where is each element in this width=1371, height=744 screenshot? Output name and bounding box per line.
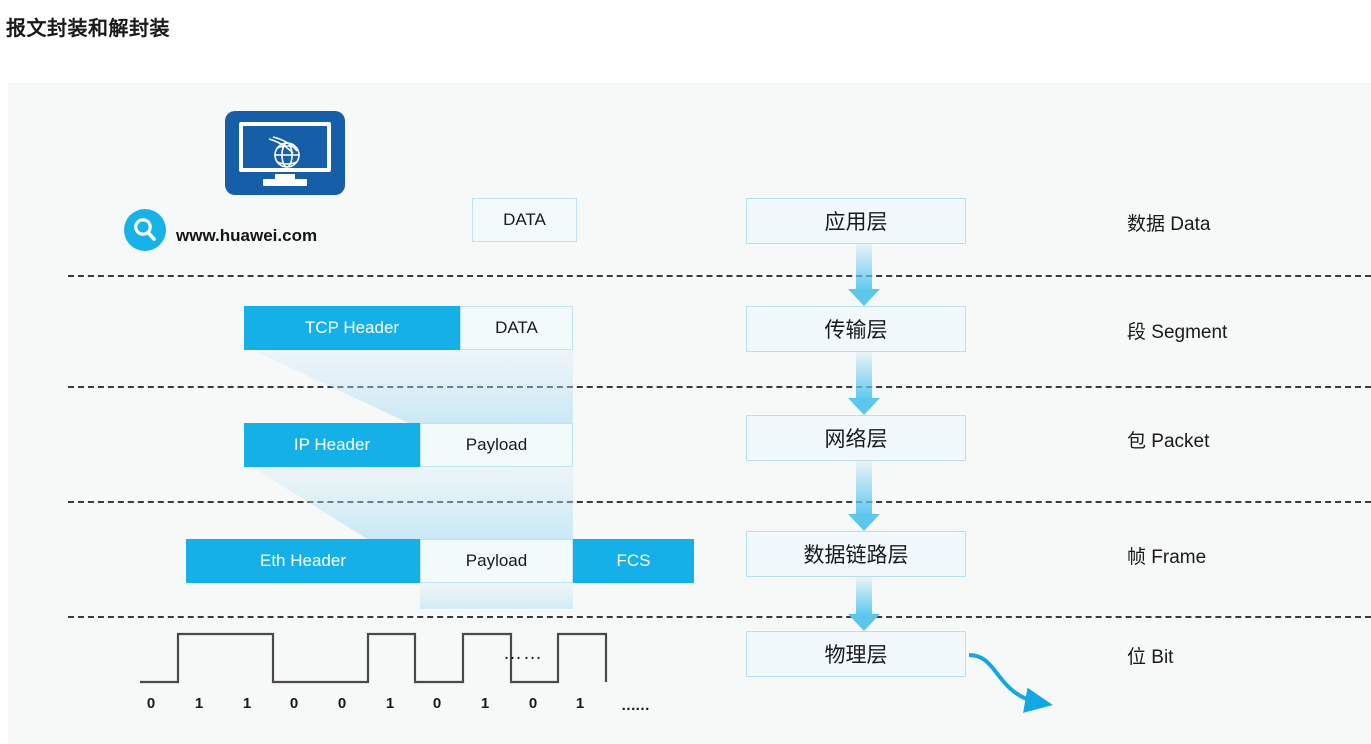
bit-value: 0 bbox=[289, 695, 299, 712]
pdu-cell-data: DATA bbox=[460, 306, 573, 350]
host-url: www.huawei.com bbox=[176, 226, 318, 245]
pdu-cell-eth-header: Eth Header bbox=[186, 539, 420, 583]
bit-value: 0 bbox=[528, 695, 538, 712]
diagram-panel: www.huawei.com DATA TCP Header DATA IP H… bbox=[8, 83, 1371, 744]
separator-network-datalink bbox=[68, 501, 1371, 503]
label-bit: 位 Bit bbox=[1127, 647, 1174, 668]
monitor-neck bbox=[275, 174, 295, 180]
page-title: 报文封装和解封装 bbox=[6, 18, 170, 40]
arrow-datalink-to-physical bbox=[848, 577, 880, 631]
pdu-cell-data: DATA bbox=[472, 198, 577, 242]
transport-pdu: TCP Header DATA bbox=[244, 306, 573, 350]
bit-waveform bbox=[140, 632, 608, 684]
pdu-cell-fcs: FCS bbox=[573, 539, 694, 583]
globe-icon bbox=[268, 136, 300, 168]
bit-value: 1 bbox=[480, 695, 490, 712]
pdu-cell-ip-header: IP Header bbox=[244, 423, 420, 467]
waveform-ellipsis: …… bbox=[503, 643, 543, 664]
separator-transport-network bbox=[68, 386, 1371, 388]
pdu-cell-payload: Payload bbox=[420, 423, 573, 467]
bit-value: 0 bbox=[146, 695, 156, 712]
pdu-cell-tcp-header: TCP Header bbox=[244, 306, 460, 350]
bit-values-ellipsis: …… bbox=[621, 697, 650, 714]
layer-box-network[interactable]: 网络层 bbox=[746, 415, 966, 461]
separator-app-transport bbox=[68, 275, 1371, 277]
monitor-stand bbox=[263, 179, 307, 186]
magnifier-glyph bbox=[134, 218, 156, 241]
bit-value: 1 bbox=[575, 695, 585, 712]
bit-value: 1 bbox=[242, 695, 252, 712]
separator-datalink-physical bbox=[68, 616, 1371, 618]
bit-value: 1 bbox=[194, 695, 204, 712]
label-segment: 段 Segment bbox=[1127, 322, 1228, 343]
layer-box-application[interactable]: 应用层 bbox=[746, 198, 966, 244]
datalink-pdu: Eth Header Payload FCS bbox=[186, 539, 694, 583]
application-pdu: DATA bbox=[472, 198, 577, 242]
bit-value: 1 bbox=[385, 695, 395, 712]
monitor-screen bbox=[239, 122, 331, 172]
arrow-network-to-datalink bbox=[848, 461, 880, 531]
arrow-app-to-transport bbox=[848, 244, 880, 306]
label-packet: 包 Packet bbox=[1127, 431, 1210, 452]
monitor-globe-icon bbox=[225, 111, 345, 195]
bit-value: 0 bbox=[337, 695, 347, 712]
bit-values-row: 0 1 1 0 0 1 0 1 0 1 …… bbox=[130, 695, 650, 717]
network-pdu: IP Header Payload bbox=[244, 423, 573, 467]
layer-box-datalink[interactable]: 数据链路层 bbox=[746, 531, 966, 577]
layer-box-transport[interactable]: 传输层 bbox=[746, 306, 966, 352]
label-data: 数据 Data bbox=[1127, 214, 1211, 235]
search-icon bbox=[124, 209, 166, 251]
layer-box-physical[interactable]: 物理层 bbox=[746, 631, 966, 677]
arrow-physical-to-medium bbox=[968, 653, 1053, 713]
label-frame: 帧 Frame bbox=[1127, 547, 1207, 568]
bit-value: 0 bbox=[432, 695, 442, 712]
arrow-transport-to-network bbox=[848, 352, 880, 415]
pdu-cell-payload: Payload bbox=[420, 539, 573, 583]
